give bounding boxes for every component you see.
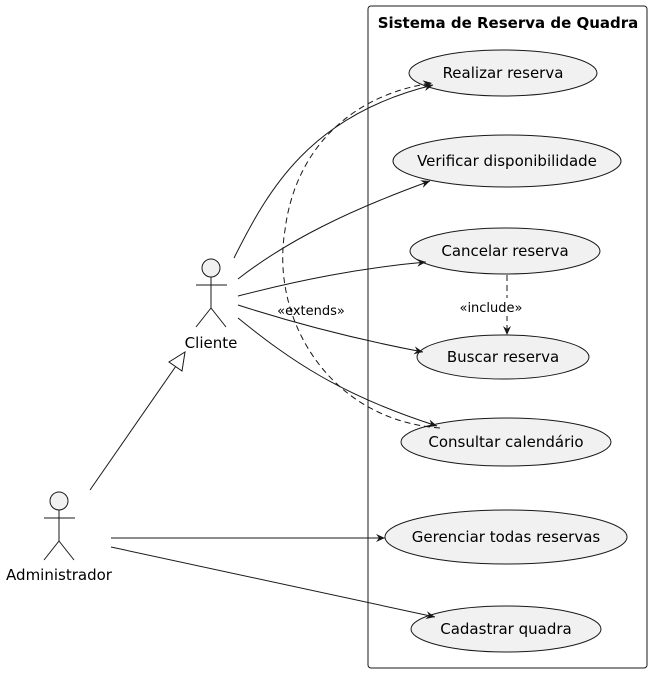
association-cliente-verificar xyxy=(237,180,431,280)
association-cliente-consultar xyxy=(237,317,438,428)
association-admin-cadastrar xyxy=(110,546,436,620)
include-label: «include» xyxy=(459,301,522,316)
system-title: Sistema de Reserva de Quadra xyxy=(378,14,639,32)
svg-text:Cadastrar quadra: Cadastrar quadra xyxy=(440,620,571,638)
generalization-arrow xyxy=(89,350,186,491)
usecase-realizar-reserva: Realizar reserva xyxy=(408,49,598,97)
svg-text:Buscar reserva: Buscar reserva xyxy=(447,348,559,366)
usecase-gerenciar-todas-reservas: Gerenciar todas reservas xyxy=(384,509,628,565)
include-label-bg xyxy=(455,298,525,316)
association-cliente-realizar xyxy=(233,83,434,259)
svg-text:Cancelar reserva: Cancelar reserva xyxy=(441,242,568,260)
svg-text:Verificar disponibilidade: Verificar disponibilidade xyxy=(417,152,597,170)
svg-text:Realizar reserva: Realizar reserva xyxy=(443,64,564,82)
actor-administrador-label: Administrador xyxy=(6,566,113,584)
usecase-consultar-calendario: Consultar calendário xyxy=(400,417,612,467)
extends-label: «extends» xyxy=(277,304,345,319)
association-cliente-cancelar xyxy=(237,258,427,297)
svg-text:Consultar calendário: Consultar calendário xyxy=(428,433,583,451)
usecase-cadastrar-quadra: Cadastrar quadra xyxy=(410,605,602,653)
actor-cliente xyxy=(195,258,227,328)
actor-administrador xyxy=(43,491,75,561)
usecase-buscar-reserva: Buscar reserva xyxy=(416,334,590,380)
extends-arrow xyxy=(282,80,441,429)
actor-cliente-label: Cliente xyxy=(185,334,238,352)
system-boundary xyxy=(367,5,648,669)
usecase-verificar-disponibilidade: Verificar disponibilidade xyxy=(392,134,622,188)
svg-text:Gerenciar todas reservas: Gerenciar todas reservas xyxy=(412,528,601,546)
association-cliente-buscar xyxy=(237,304,424,355)
usecase-cancelar-reserva: Cancelar reserva xyxy=(409,227,601,275)
